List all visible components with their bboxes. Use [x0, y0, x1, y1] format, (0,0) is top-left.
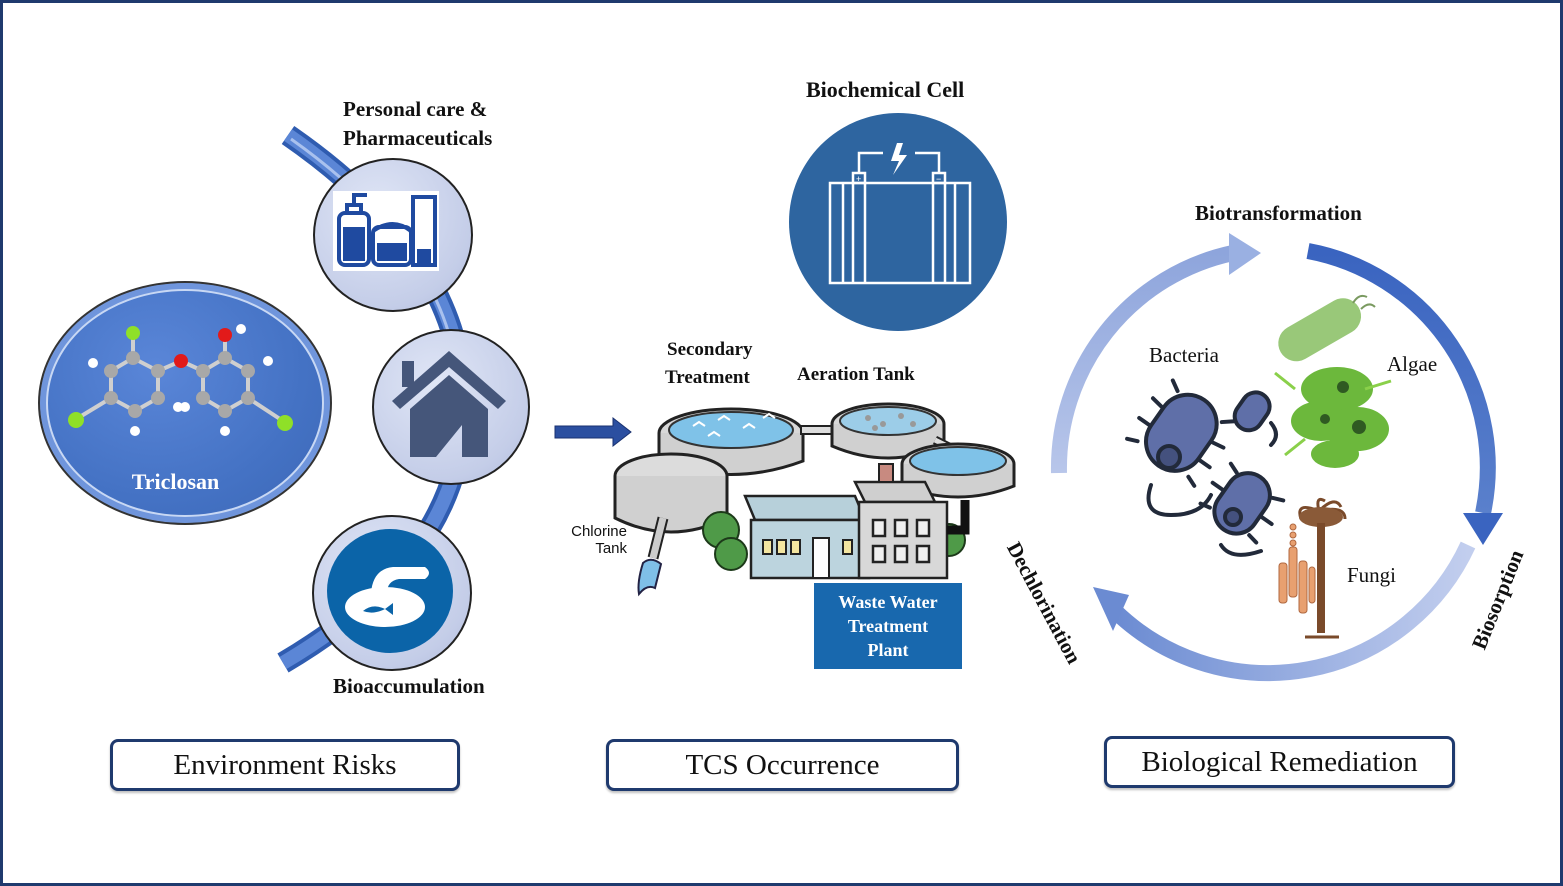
cycle-arrow-right — [1306, 243, 1496, 515]
cycle-arrowhead-right — [1463, 513, 1503, 545]
house-icon — [392, 351, 506, 457]
battery-icon: + − — [828, 143, 972, 285]
wwtp-line3: Plant — [867, 640, 909, 660]
pipe-discharge-fish-icon — [345, 567, 429, 627]
algae-icon — [1274, 294, 1392, 468]
remediation-cycle — [1050, 233, 1503, 682]
secondary-treatment-line2: Treatment — [665, 366, 750, 388]
bioaccumulation-label: Bioaccumulation — [333, 674, 485, 698]
chlorine-tank-line2: Tank — [595, 539, 627, 557]
secondary-treatment-line1: Secondary — [667, 339, 753, 360]
svg-text:−: − — [936, 174, 941, 184]
cycle-arrowhead-top — [1229, 233, 1261, 275]
flow-arrow-icon — [554, 416, 632, 448]
svg-text:+: + — [856, 174, 861, 184]
triclosan-molecule-icon — [68, 324, 293, 436]
personal-care-line1: Personal care & — [343, 97, 488, 121]
cycle-arrow-bottom — [1109, 541, 1476, 682]
aeration-tank-label: Aeration Tank — [797, 364, 915, 385]
cosmetics-bottles-icon — [333, 191, 439, 271]
fungi-icon — [1278, 497, 1347, 639]
organism-label-fungi: Fungi — [1347, 563, 1397, 587]
personal-care-line2: Pharmaceuticals — [343, 126, 493, 151]
triclosan-label: Triclosan — [131, 469, 220, 494]
secondary-treatment-label: Secondary Treatment — [665, 336, 753, 391]
chlorine-tank-line1: Chlorine — [571, 523, 627, 540]
wwtp-line1: Waste Water — [838, 592, 938, 612]
organism-label-algae: Algae — [1387, 352, 1438, 376]
chlorine-tank-label: Chlorine Tank — [543, 523, 627, 557]
bacteria-icon — [1125, 378, 1286, 557]
section-title-biological-remediation: Biological Remediation — [1104, 736, 1455, 788]
cycle-arrowhead-left — [1093, 587, 1129, 631]
section-title-environment-risks: Environment Risks — [110, 739, 460, 791]
cycle-step-biotransformation: Biotransformation — [1195, 201, 1362, 225]
organism-label-bacteria: Bacteria — [1149, 343, 1219, 367]
cycle-arrow-left — [1050, 245, 1235, 474]
wwtp-label-box: Waste Water Treatment Plant — [814, 583, 962, 669]
personal-care-label: Personal care & Pharmaceuticals — [343, 95, 492, 154]
wwtp-line2: Treatment — [847, 616, 929, 636]
wastewater-plant-illustration — [613, 402, 1016, 597]
biochemical-cell-label: Biochemical Cell — [806, 77, 965, 102]
section-title-tcs-occurrence: TCS Occurrence — [606, 739, 959, 791]
